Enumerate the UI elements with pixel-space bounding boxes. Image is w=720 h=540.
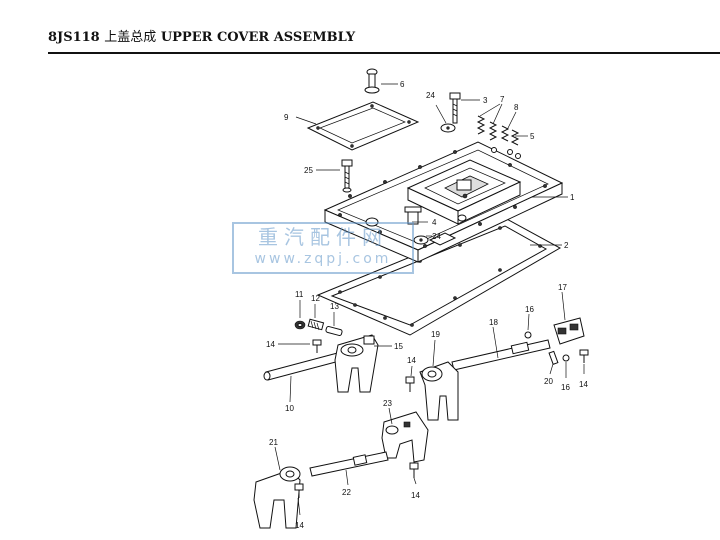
ball-16-bottom bbox=[562, 354, 570, 362]
callout-14-d: 14 bbox=[411, 491, 420, 500]
title-english: UPPER COVER ASSEMBLY bbox=[160, 30, 356, 45]
callout-18: 18 bbox=[489, 318, 498, 327]
block-23 bbox=[381, 411, 429, 463]
block-17 bbox=[553, 317, 585, 345]
balls-5 bbox=[491, 147, 521, 159]
callout-11: 11 bbox=[295, 290, 304, 299]
callout-3: 3 bbox=[483, 96, 488, 105]
screw-14-b bbox=[405, 376, 415, 392]
callout-17: 17 bbox=[558, 283, 567, 292]
callout-20: 20 bbox=[544, 377, 553, 386]
screw-14-e bbox=[294, 483, 304, 498]
part-code: 8JS118 bbox=[48, 30, 100, 45]
breather-6 bbox=[364, 68, 380, 94]
header-rule bbox=[48, 52, 720, 54]
callout-16-bottom: 16 bbox=[561, 383, 570, 392]
callout-22: 22 bbox=[342, 488, 351, 497]
callout-25: 25 bbox=[304, 166, 313, 175]
callout-15: 15 bbox=[394, 342, 403, 351]
gasket-2 bbox=[316, 217, 562, 336]
fork-19 bbox=[419, 361, 459, 421]
callout-14-b: 14 bbox=[407, 356, 416, 365]
callout-9: 9 bbox=[284, 113, 289, 122]
title-chinese: 上盖总成 bbox=[104, 30, 157, 45]
bolt-25 bbox=[341, 159, 353, 193]
callout-21: 21 bbox=[269, 438, 278, 447]
spring-12 bbox=[307, 318, 325, 331]
callout-14-e: 14 bbox=[295, 521, 304, 530]
callout-4: 4 bbox=[432, 218, 437, 227]
page-title: 8JS118 上盖总成 UPPER COVER ASSEMBLY bbox=[48, 26, 355, 45]
callout-19: 19 bbox=[431, 330, 440, 339]
fork-21 bbox=[253, 466, 301, 529]
callout-7: 7 bbox=[500, 95, 505, 104]
pin-13 bbox=[325, 325, 343, 337]
screw-14-a bbox=[312, 339, 322, 353]
callout-23: 23 bbox=[383, 399, 392, 408]
callout-24-top: 24 bbox=[426, 91, 435, 100]
callout-10: 10 bbox=[285, 404, 294, 413]
callout-13: 13 bbox=[330, 302, 339, 311]
callout-12: 12 bbox=[311, 294, 320, 303]
ball-16-top bbox=[524, 331, 532, 339]
fork-15 bbox=[334, 334, 379, 393]
washer-24-bottom bbox=[413, 235, 429, 245]
callout-1: 1 bbox=[570, 193, 575, 202]
shaft-18 bbox=[451, 339, 551, 371]
callout-16-top: 16 bbox=[525, 305, 534, 314]
callout-2: 2 bbox=[564, 241, 569, 250]
bolt-3 bbox=[449, 92, 461, 124]
callout-8: 8 bbox=[514, 103, 519, 112]
pin-20 bbox=[548, 350, 559, 365]
callout-labels: 1 2 3 4 5 6 7 8 9 10 11 12 13 14 15 16 1… bbox=[266, 80, 588, 530]
callout-5: 5 bbox=[530, 132, 535, 141]
washer-24-top bbox=[440, 123, 456, 133]
screw-14-d bbox=[409, 462, 419, 478]
shaft-22 bbox=[309, 451, 389, 477]
callout-14-a: 14 bbox=[266, 340, 275, 349]
cover-plate-9 bbox=[306, 101, 420, 151]
springs-7-8 bbox=[476, 115, 520, 146]
callout-24-bottom: 24 bbox=[432, 232, 441, 241]
leader-lines bbox=[274, 83, 585, 516]
callout-14-c: 14 bbox=[579, 380, 588, 389]
nut-11 bbox=[294, 320, 306, 330]
callout-6: 6 bbox=[400, 80, 405, 89]
screw-14-c bbox=[579, 349, 589, 363]
